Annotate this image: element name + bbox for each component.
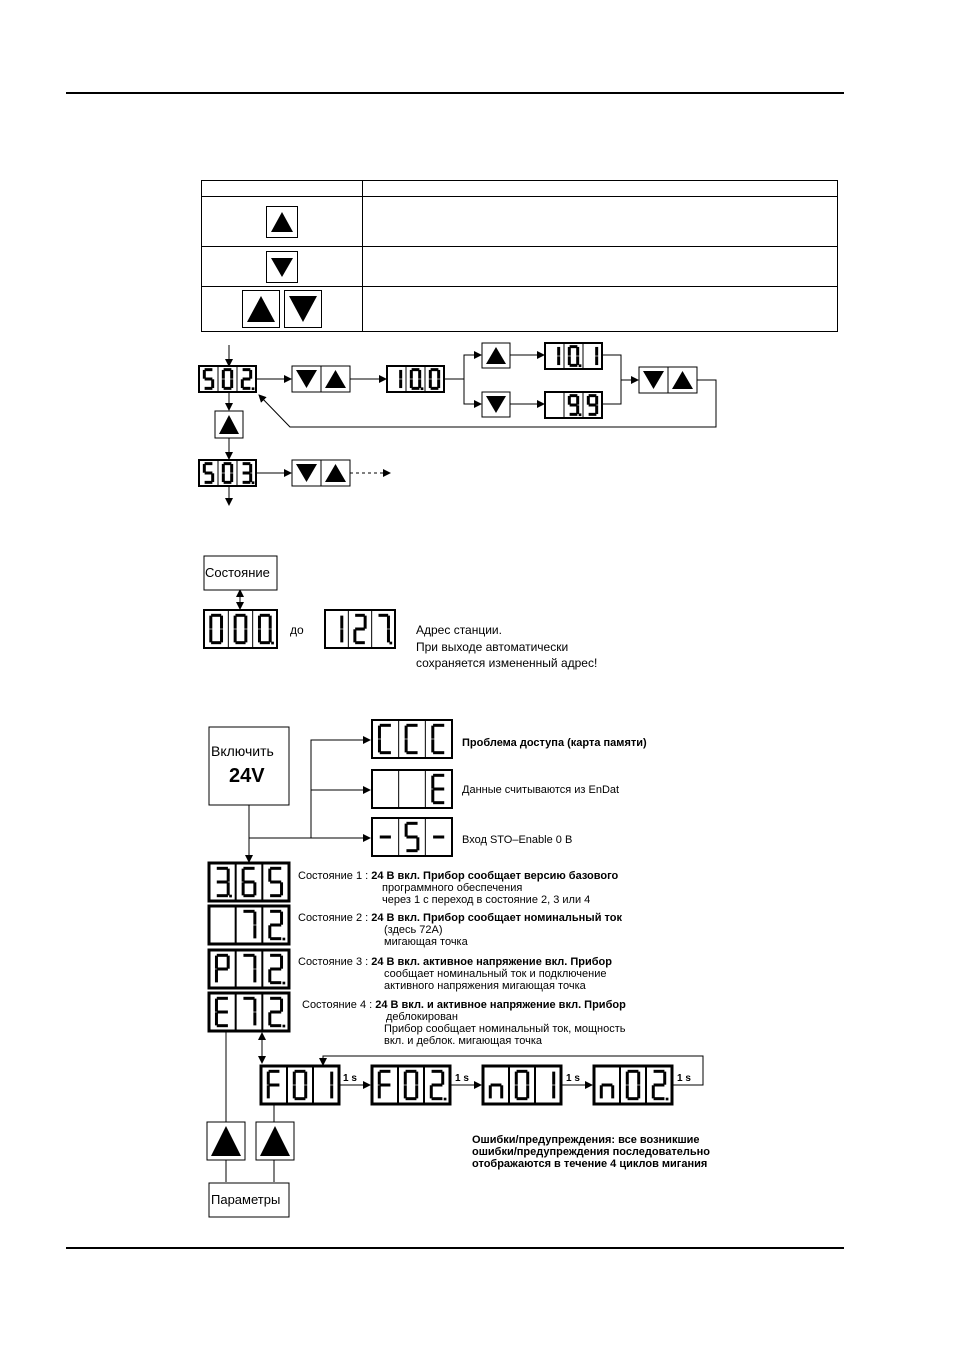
state-line: через 1 с переход в состояние 2, 3 или 4: [382, 894, 591, 906]
display-dot: [578, 413, 582, 417]
display-dot: [420, 387, 424, 391]
interval-label: 1 s: [677, 1073, 691, 1084]
state-line: 24 В вкл. и активное напряжение вкл. При…: [375, 999, 626, 1011]
state-line: 24 В вкл. Прибор сообщает версию базовог…: [371, 870, 619, 882]
state-line: сообщает номинальный ток и подключение: [384, 968, 607, 980]
indication-text: Данные считываются из EnDat: [462, 784, 620, 796]
state-line: (здесь 72А): [384, 924, 443, 936]
display-dot: [578, 364, 582, 368]
errors-note-line: ошибки/предупреждения последовательно: [472, 1146, 710, 1158]
key-description: [362, 196, 838, 247]
interval-label: 1 s: [455, 1073, 469, 1084]
up-arrow-icon: [325, 370, 346, 388]
display-dot: [282, 1024, 286, 1028]
state-4-text: Состояние 4 : 24 В вкл. и активное напря…: [302, 999, 626, 1047]
up-arrow-icon: [325, 464, 346, 482]
bottom-rule: [66, 1247, 844, 1249]
display-dot: [282, 981, 286, 985]
down-arrow-icon: [266, 250, 298, 283]
up-arrow-icon: [266, 205, 298, 238]
display-dot: [389, 641, 393, 645]
errors-note-line: Ошибки/предупреждения: все возникшие: [472, 1134, 700, 1146]
down-arrow-icon: [486, 396, 506, 413]
state-label: Состояние 3 :: [298, 956, 369, 968]
power-box-line1: Включить: [211, 743, 274, 759]
power-box-line2: 24V: [229, 765, 265, 787]
down-arrow-icon: [643, 371, 664, 389]
connector-line: [602, 354, 622, 405]
down-arrow-icon: [284, 290, 323, 328]
state-line: Прибор сообщает номинальный ток, мощност…: [384, 1023, 626, 1035]
connector-line: [444, 351, 482, 380]
state-label: Состояние 1 :: [298, 870, 369, 882]
errors-note-line: отображаются в течение 4 циклов мигания: [472, 1158, 708, 1170]
down-arrow-icon: [296, 370, 317, 388]
connector-line: [463, 379, 482, 408]
interval-label: 1 s: [343, 1073, 357, 1084]
display-dot: [282, 937, 286, 941]
params-box-label: Параметры: [211, 1192, 281, 1207]
state-line: 24 В вкл. активное напряжение вкл. Прибо…: [371, 956, 612, 968]
top-rule: [66, 92, 844, 94]
table-row: [201, 286, 838, 332]
state-2-text: Состояние 2 : 24 В вкл. Прибор сообщает …: [298, 912, 622, 948]
table-row: [201, 196, 838, 247]
state-line: мигающая точка: [384, 936, 468, 948]
keys-table: [201, 180, 838, 332]
state-line: 24 В вкл. Прибор сообщает номинальный то…: [371, 912, 622, 924]
up-arrow-icon: [672, 371, 693, 389]
state-label: Состояние 2 :: [298, 912, 369, 924]
state-1-text: Состояние 1 : 24 В вкл. Прибор сообщает …: [298, 870, 618, 906]
key-description: [362, 286, 838, 332]
display-dot: [271, 641, 274, 645]
state-line: активного напряжения мигающая точка: [384, 980, 586, 992]
address-note-2: При выходе автоматически: [416, 640, 569, 654]
display-dot: [229, 894, 232, 898]
up-arrow-icon: [486, 347, 506, 364]
state-line: вкл. и деблок. мигающая точка: [384, 1035, 543, 1047]
state-line: программного обеспечения: [382, 882, 523, 894]
up-arrow-icon: [260, 1126, 290, 1156]
state-box-label: Состояние: [205, 565, 270, 580]
connector-line: [319, 1055, 704, 1086]
connector-line: [258, 379, 717, 428]
display-dot: [443, 1097, 447, 1101]
display-dot: [251, 387, 255, 391]
params-box: [208, 1182, 290, 1218]
state-3-text: Состояние 3 : 24 В вкл. активное напряже…: [298, 956, 612, 992]
power-box: [208, 726, 290, 806]
indication-text: Вход STO–Enable 0 В: [462, 834, 573, 846]
indication-text: Проблема доступа (карта памяти): [462, 737, 647, 749]
up-arrow-icon: [241, 290, 280, 328]
display-dot: [251, 481, 255, 485]
up-arrow-icon: [219, 415, 239, 434]
display-dot: [665, 1097, 669, 1101]
errors-note: Ошибки/предупреждения: все возникшие оши…: [472, 1134, 710, 1170]
address-note-3: сохраняется измененный адрес!: [416, 656, 598, 670]
up-arrow-icon: [211, 1126, 241, 1156]
interval-label: 1 s: [566, 1073, 580, 1084]
state-box: [203, 555, 278, 591]
state-label: Состояние 4 :: [302, 999, 373, 1011]
table-row: [201, 246, 838, 287]
address-note-1: Адрес станции.: [416, 623, 502, 637]
to-word: до: [290, 623, 304, 637]
state-line: деблокирован: [386, 1011, 458, 1023]
down-arrow-icon: [296, 464, 317, 482]
